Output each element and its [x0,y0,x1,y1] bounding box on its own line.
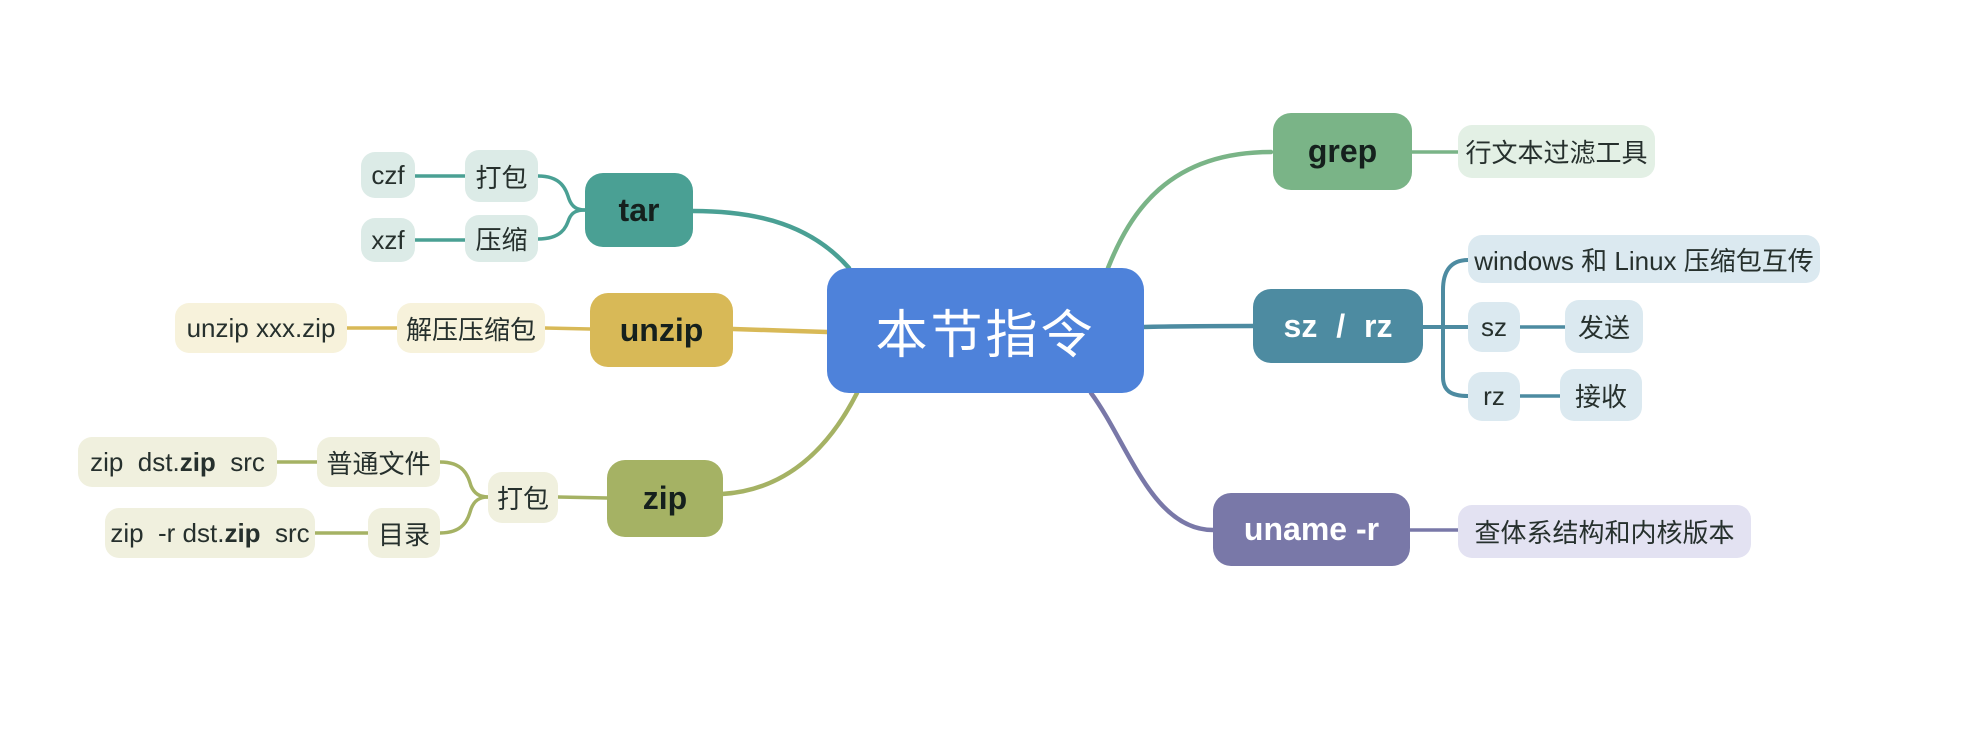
link-center-uname [1088,390,1216,533]
center-topic[interactable]: 本节指令 [827,268,1144,393]
sz-desc-label: 发送 [1577,313,1630,343]
node-tar[interactable]: tar [585,173,693,247]
node-tar-pack-label: 打包 [475,162,528,193]
link-pack-file [438,460,490,499]
link-center-grep [1105,149,1274,271]
zip-dir-label: 目录 [377,519,430,550]
link-unzip-desc [543,326,592,331]
rz-label: rz [1483,381,1505,411]
link-tar-pack [536,174,587,212]
sz-label: sz [1481,311,1507,342]
node-rz[interactable]: rz [1468,372,1520,421]
node-zip-dir[interactable]: 目录 [368,508,440,558]
center-topic-label: 本节指令 [875,307,1096,365]
grep-desc-label: 行文本过滤工具 [1465,138,1648,168]
zip-pack-label: 打包 [496,484,549,514]
szrz-desc-label: windows 和 Linux 压缩包互传 [1474,245,1814,276]
zip-file-cmd-pre: zip dst. [90,446,180,477]
node-rz-desc[interactable]: 接收 [1560,369,1642,421]
unzip-cmd-label: unzip xxx.zip [186,312,336,343]
node-tar-compress-label: 压缩 [475,225,528,255]
node-sz[interactable]: sz [1468,302,1520,352]
link-center-szrz [1141,323,1256,330]
link-szrz-windows [1441,258,1470,329]
node-sz-desc[interactable]: 发送 [1565,300,1643,353]
link-center-unzip [730,326,830,335]
node-uname-label: uname -r [1243,511,1380,547]
link-tar-compress [536,208,587,241]
node-szrz[interactable]: sz / rz [1253,289,1423,363]
node-uname[interactable]: uname -r [1213,493,1410,566]
node-tar-compress-flag-xzf[interactable]: xzf [361,218,415,262]
zip-file-cmd-post: src [215,446,265,477]
node-zip[interactable]: zip [607,460,723,537]
node-zip-file-cmd[interactable]: zip dst.zip src [78,437,277,487]
node-tar-pack-flag-czf[interactable]: czf [361,152,415,198]
node-uname-desc[interactable]: 查体系结构和内核版本 [1458,505,1751,558]
node-zip-dir-cmd[interactable]: zip -r dst.zip src [105,508,315,558]
uname-desc-label: 查体系结构和内核版本 [1474,518,1735,548]
czf-label: czf [371,159,405,190]
node-tar-label: tar [618,191,660,228]
node-grep-label: grep [1307,133,1378,169]
node-unzip-desc[interactable]: 解压压缩包 [397,303,545,353]
link-pack-dir [438,495,490,535]
node-tar-compress[interactable]: 压缩 [465,215,538,262]
node-grep-desc[interactable]: 行文本过滤工具 [1458,125,1655,178]
xzf-label: xzf [371,224,405,255]
link-szrz-rz [1441,325,1470,398]
node-szrz-desc[interactable]: windows 和 Linux 压缩包互传 [1468,235,1820,283]
link-center-tar [690,208,852,271]
node-tar-pack[interactable]: 打包 [465,150,538,202]
rz-desc-label: 接收 [1574,381,1627,412]
node-zip-file[interactable]: 普通文件 [317,437,440,487]
zip-dir-cmd-ext: zip [224,517,261,548]
node-zip-label: zip [642,480,688,516]
node-unzip-label: unzip [619,311,704,348]
node-grep[interactable]: grep [1273,113,1412,190]
link-center-zip [719,390,860,497]
node-unzip-cmd[interactable]: unzip xxx.zip [175,303,347,353]
zip-dir-cmd-post: src [260,517,310,548]
node-unzip[interactable]: unzip [590,293,733,367]
node-szrz-label: sz / rz [1283,307,1393,344]
unzip-desc-label: 解压压缩包 [405,314,536,345]
zip-dir-cmd-pre: zip -r dst. [110,517,225,548]
node-zip-pack[interactable]: 打包 [488,472,558,523]
zip-file-cmd-ext: zip [179,446,216,477]
link-zip-pack [556,495,609,500]
zip-file-label: 普通文件 [326,448,431,479]
